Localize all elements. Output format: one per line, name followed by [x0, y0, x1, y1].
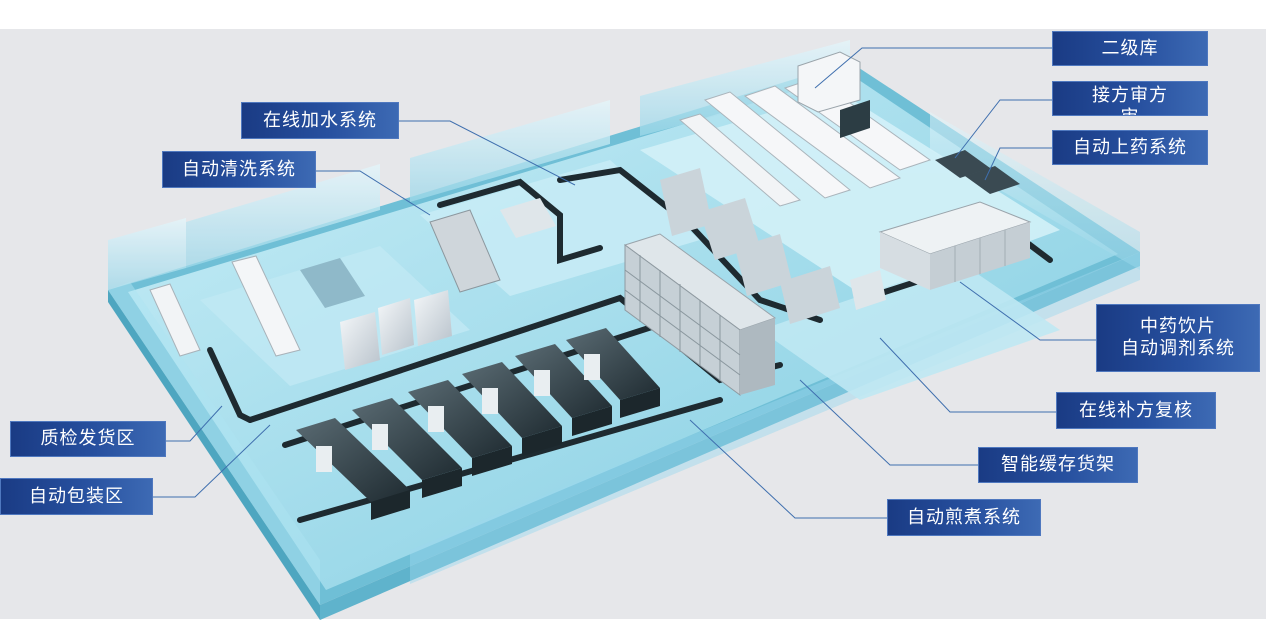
label-auto-medicine-loading-text: 自动上药系统 — [1073, 136, 1187, 158]
label-secondary-storage: 二级库 — [1052, 31, 1208, 66]
label-smart-cache-shelf-text: 智能缓存货架 — [1001, 454, 1115, 475]
leader-lines — [153, 47, 1096, 519]
label-auto-packaging-area: 自动包装区 — [0, 478, 153, 515]
label-secondary-storage-text: 二级库 — [1101, 37, 1159, 59]
label-auto-decoction-system-text: 自动煎煮系统 — [907, 506, 1021, 528]
label-auto-cleaning-system: 自动清洗系统 — [162, 151, 316, 188]
label-qc-shipping-area-text: 质检发货区 — [40, 428, 136, 449]
smart-cache-rack — [623, 233, 777, 396]
label-auto-packaging-area-text: 自动包装区 — [29, 485, 124, 507]
label-online-supplement-review: 在线补方复核 — [1056, 392, 1216, 429]
label-tcm-dispensing-system: 中药饮片 自动调剂系统 — [1096, 304, 1260, 372]
label-prescription-review-line1: 接方审方 — [1092, 85, 1168, 106]
shelving-racks — [678, 51, 932, 207]
label-auto-medicine-loading: 自动上药系统 — [1052, 130, 1208, 165]
label-tcm-dispensing-line1: 中药饮片 — [1140, 316, 1216, 337]
label-tcm-dispensing-line2: 自动调剂系统 — [1121, 338, 1235, 359]
label-prescription-review: 接方审方 审 — [1052, 81, 1208, 116]
label-online-water-system: 在线加水系统 — [241, 102, 399, 139]
decoction-machines — [296, 328, 660, 520]
label-smart-cache-shelf: 智能缓存货架 — [978, 447, 1138, 483]
equipment-cabinets — [149, 168, 886, 370]
label-online-supplement-review-text: 在线补方复核 — [1079, 399, 1193, 421]
label-prescription-review-line2: 审 — [1121, 107, 1140, 115]
label-auto-cleaning-system-text: 自动清洗系统 — [182, 158, 296, 180]
label-qc-shipping-area: 质检发货区 — [10, 421, 166, 457]
dispensing-system — [878, 150, 1032, 290]
label-auto-decoction-system: 自动煎煮系统 — [887, 499, 1041, 536]
label-online-water-system-text: 在线加水系统 — [263, 109, 377, 131]
